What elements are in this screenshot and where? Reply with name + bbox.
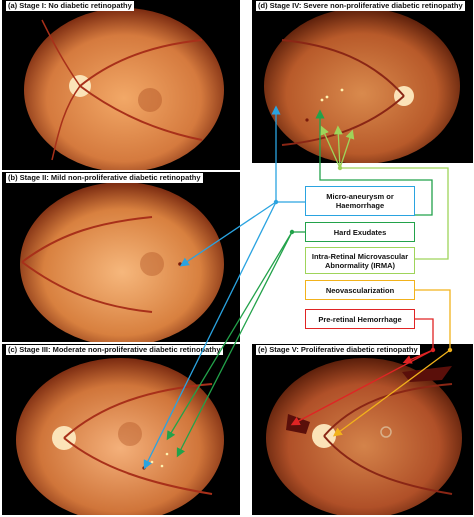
- fundus-panel-stage-2: (b) Stage II: Mild non-proliferative dia…: [2, 172, 240, 342]
- panel-caption: (e) Stage V: Proliferative diabetic reti…: [256, 345, 420, 355]
- legend-micro-aneurysm: Micro-aneurysm or Haemorrhage: [305, 186, 415, 216]
- legend-label: Pre-retinal Hemorrhage: [318, 314, 402, 324]
- legend-pre-retinal-hemorrhage: Pre-retinal Hemorrhage: [305, 309, 415, 329]
- fundus-panel-stage-1: (a) Stage I: No diabetic retinopathy: [2, 0, 240, 170]
- fundus-panel-stage-5: (e) Stage V: Proliferative diabetic reti…: [252, 344, 473, 515]
- legend-neovascularization: Neovascularization: [305, 280, 415, 300]
- fundus-image-stage-2: [20, 182, 224, 342]
- legend-label: Intra-Retinal Microvascular Abnormality …: [311, 251, 409, 270]
- fundus-image-stage-4: [264, 8, 460, 163]
- legend-label: Neovascularization: [325, 285, 395, 295]
- fundus-image-stage-1: [24, 8, 224, 170]
- fundus-image-stage-5: [266, 358, 462, 515]
- fundus-panel-stage-4: (d) Stage IV: Severe non-proliferative d…: [252, 0, 473, 163]
- legend-irma: Intra-Retinal Microvascular Abnormality …: [305, 247, 415, 274]
- fundus-image-stage-3: [16, 358, 224, 515]
- legend-label: Micro-aneurysm or Haemorrhage: [326, 192, 394, 210]
- panel-caption: (c) Stage III: Moderate non-proliferativ…: [6, 345, 223, 355]
- panel-caption: (d) Stage IV: Severe non-proliferative d…: [256, 1, 465, 11]
- legend-label: Hard Exudates: [333, 227, 387, 237]
- fundus-panel-stage-3: (c) Stage III: Moderate non-proliferativ…: [2, 344, 240, 515]
- panel-caption: (b) Stage II: Mild non-proliferative dia…: [6, 173, 203, 183]
- panel-caption: (a) Stage I: No diabetic retinopathy: [6, 1, 134, 11]
- legend-hard-exudates: Hard Exudates: [305, 222, 415, 242]
